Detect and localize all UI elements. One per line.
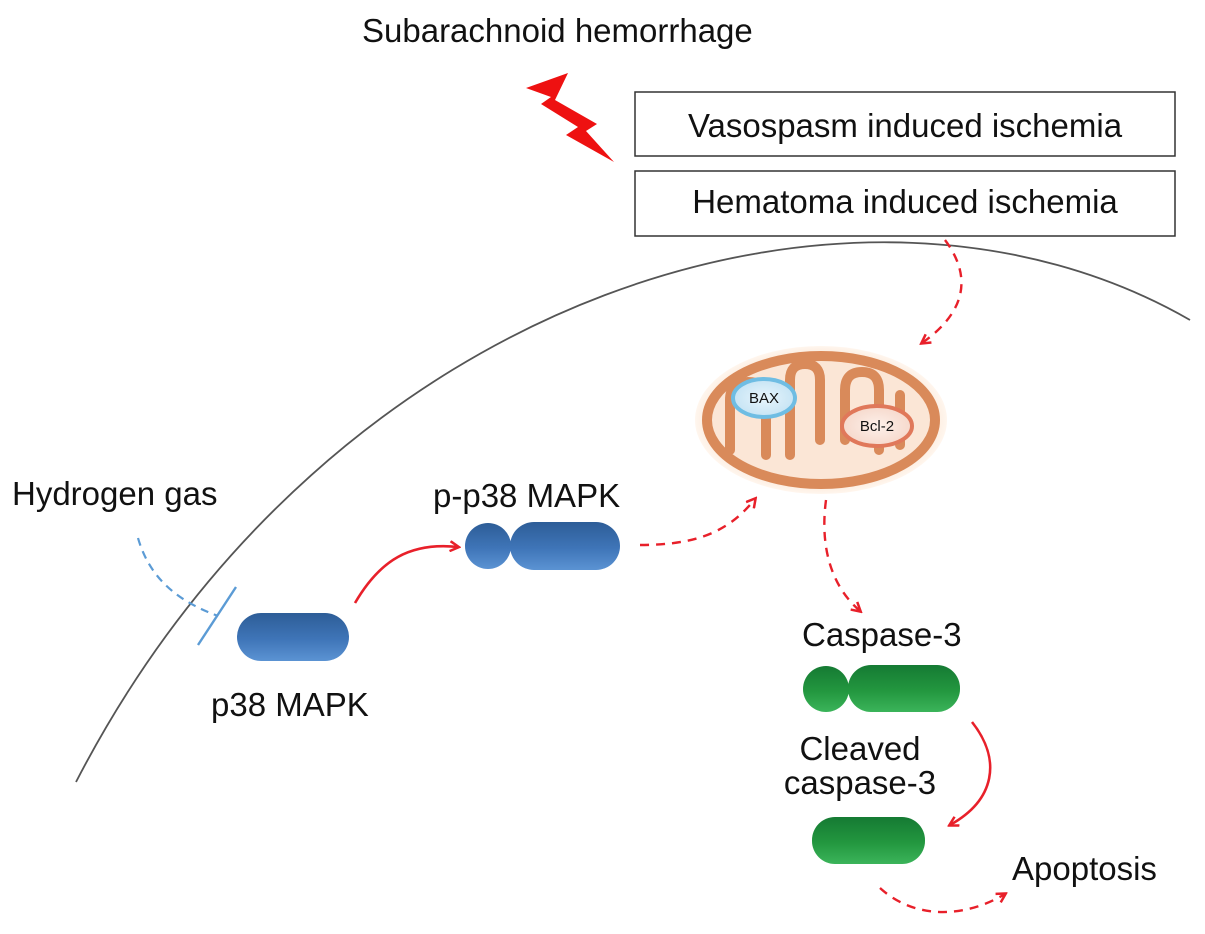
bax-protein [731,377,797,419]
inhibition-bar [196,586,238,646]
hematoma-label: Hematoma induced ischemia [692,183,1118,220]
caspase-to-apoptosis-arrow [879,887,1005,914]
bcl2-label: Bcl-2 [860,418,894,435]
p-p38-mapk-protein [465,522,620,570]
cleaved-caspase-3-protein [812,817,925,864]
title-label: Subarachnoid hemorrhage [362,12,753,49]
caspase-prodomain [803,666,849,712]
apoptosis-label: Apoptosis [1012,850,1157,887]
hydrogen-gas-label: Hydrogen gas [12,475,217,512]
hydrogen-inhibition-line [136,537,219,618]
cleavage-arrow [950,721,992,825]
caspase-3-protein [803,665,960,712]
vasospasm-label: Vasospasm induced ischemia [688,107,1123,144]
p-p38-mapk-label: p-p38 MAPK [433,477,620,514]
hematoma-box [634,170,1176,237]
p38-mapk-label: p38 MAPK [211,686,369,723]
cleaved-label-line1: Cleaved [799,730,920,767]
p38-mapk-protein [237,613,349,661]
mitochondrion: BAX Bcl-2 [695,346,947,494]
ischemia-to-mito-arrow [922,239,963,343]
phosphate-group [465,523,511,569]
mito-to-caspase-arrow [823,499,860,611]
p-p38-to-mito-arrow [639,499,755,547]
cleaved-label-line2: caspase-3 [784,764,936,801]
cell-membrane [75,241,1191,783]
caspase-3-label: Caspase-3 [802,616,962,653]
bax-label: BAX [749,390,779,407]
lightning-icon [526,73,614,162]
phosphorylation-arrow [353,546,458,604]
vasospasm-box [634,91,1176,157]
bcl2-protein [840,404,914,448]
